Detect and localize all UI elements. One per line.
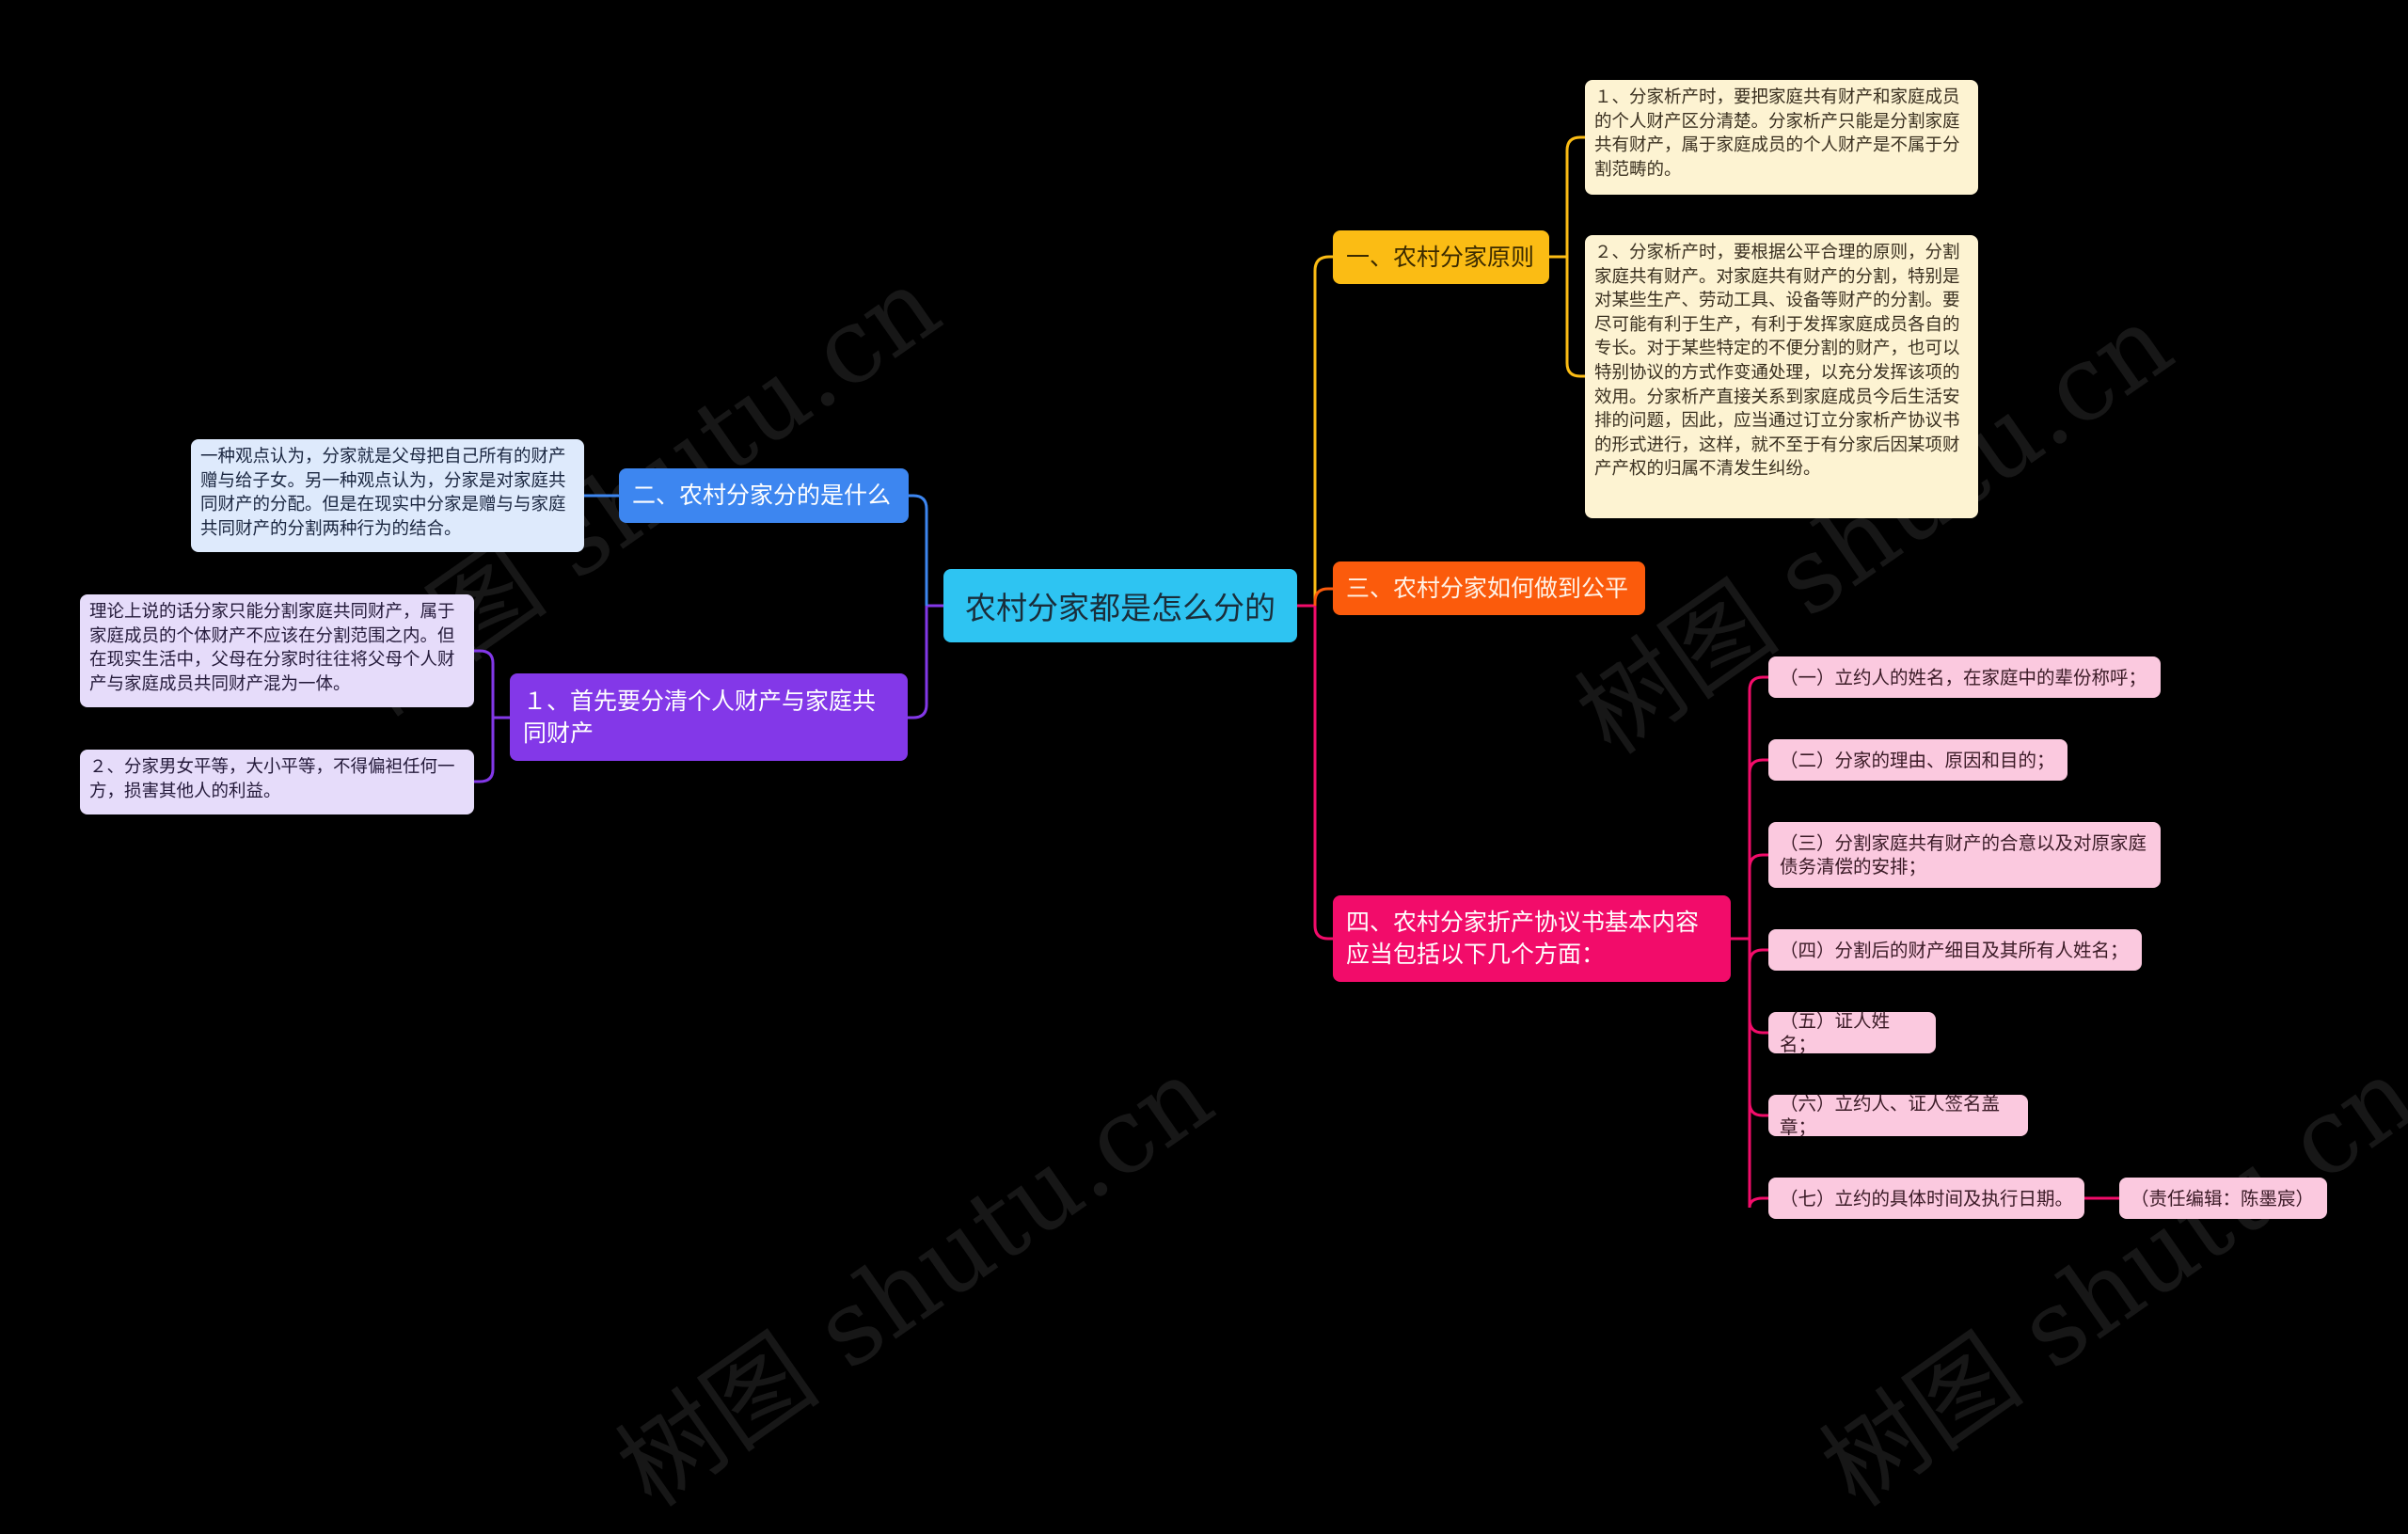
- what-detail[interactable]: 一种观点认为，分家就是父母把自己所有的财产赠与给子女。另一种观点认为，分家是对家…: [191, 439, 584, 552]
- item-text: （一）立约人的姓名，在家庭中的辈份称呼；: [1780, 666, 2147, 688]
- editor-note[interactable]: （责任编辑：陈墨宸）: [2119, 1178, 2327, 1219]
- agreement-item-6[interactable]: （六）立约人、证人签名盖章；: [1768, 1093, 2028, 1138]
- root-node[interactable]: 农村分家都是怎么分的: [943, 569, 1297, 642]
- branch-label: 三、农村分家如何做到公平: [1346, 574, 1629, 602]
- detail-text: 理论上说的话分家只能分割家庭共同财产，属于家庭成员的个体财产不应该在分割范围之内…: [89, 602, 455, 694]
- item-text: （五）证人姓名；: [1780, 1010, 1891, 1055]
- agreement-item-3[interactable]: （三）分割家庭共有财产的合意以及对原家庭债务清偿的安排；: [1768, 822, 2161, 888]
- distinguish-detail-1[interactable]: 理论上说的话分家只能分割家庭共同财产，属于家庭成员的个体财产不应该在分割范围之内…: [80, 594, 474, 707]
- branch-agreement[interactable]: 四、农村分家折产协议书基本内容应当包括以下几个方面：: [1333, 895, 1731, 982]
- branch-label: 二、农村分家分的是什么: [632, 482, 892, 509]
- detail-text: ２、分家析产时，要根据公平合理的原则，分割家庭共有财产。对家庭共有财产的分割，特…: [1594, 243, 1960, 480]
- branch-principles[interactable]: 一、农村分家原则: [1333, 230, 1549, 284]
- branch-what[interactable]: 二、农村分家分的是什么: [619, 468, 909, 523]
- branch-label: １、首先要分清个人财产与家庭共同财产: [523, 687, 877, 747]
- item-text: （四）分割后的财产细目及其所有人姓名；: [1780, 939, 2129, 961]
- branch-label: 四、农村分家折产协议书基本内容应当包括以下几个方面：: [1346, 909, 1700, 968]
- agreement-item-7[interactable]: （七）立约的具体时间及执行日期。: [1768, 1178, 2084, 1219]
- item-text: （六）立约人、证人签名盖章；: [1780, 1093, 2001, 1138]
- agreement-item-5[interactable]: （五）证人姓名；: [1768, 1010, 1936, 1055]
- detail-text: 一种观点认为，分家就是父母把自己所有的财产赠与给子女。另一种观点认为，分家是对家…: [200, 447, 566, 539]
- branch-distinguish[interactable]: １、首先要分清个人财产与家庭共同财产: [510, 673, 908, 761]
- item-text: （二）分家的理由、原因和目的；: [1780, 749, 2055, 771]
- principles-detail-2[interactable]: ２、分家析产时，要根据公平合理的原则，分割家庭共有财产。对家庭共有财产的分割，特…: [1585, 235, 1978, 518]
- root-label: 农村分家都是怎么分的: [965, 590, 1275, 626]
- branch-fairness[interactable]: 三、农村分家如何做到公平: [1333, 561, 1645, 615]
- editor-text: （责任编辑：陈墨宸）: [2131, 1187, 2315, 1210]
- branch-label: 一、农村分家原则: [1346, 243, 1535, 271]
- detail-text: １、分家析产时，要把家庭共有财产和家庭成员的个人财产区分清楚。分家析产只能是分割…: [1594, 87, 1960, 180]
- connector-lines: [474, 135, 2119, 1209]
- distinguish-detail-2[interactable]: ２、分家男女平等，大小平等，不得偏袒任何一方，损害其他人的利益。: [80, 750, 474, 814]
- principles-detail-1[interactable]: １、分家析产时，要把家庭共有财产和家庭成员的个人财产区分清楚。分家析产只能是分割…: [1585, 80, 1978, 195]
- agreement-item-1[interactable]: （一）立约人的姓名，在家庭中的辈份称呼；: [1768, 656, 2161, 698]
- agreement-item-2[interactable]: （二）分家的理由、原因和目的；: [1768, 739, 2067, 781]
- item-text: （七）立约的具体时间及执行日期。: [1780, 1187, 2074, 1210]
- detail-text: ２、分家男女平等，大小平等，不得偏袒任何一方，损害其他人的利益。: [89, 757, 455, 801]
- agreement-item-4[interactable]: （四）分割后的财产细目及其所有人姓名；: [1768, 929, 2142, 971]
- item-text: （三）分割家庭共有财产的合意以及对原家庭债务清偿的安排；: [1780, 832, 2147, 878]
